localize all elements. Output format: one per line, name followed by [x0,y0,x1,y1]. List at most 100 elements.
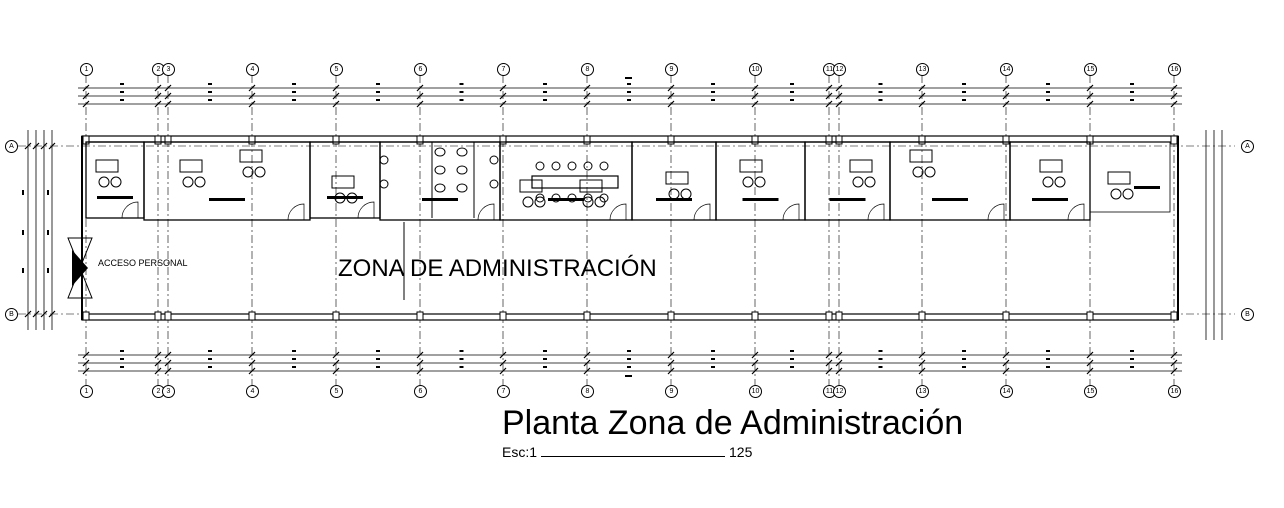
dimension-tick [583,359,591,367]
grid-column-label: 4 [246,63,259,76]
room-label [97,196,133,199]
desk [665,171,689,185]
column [918,311,926,321]
dimension-tick [82,100,90,108]
desk [579,179,603,193]
dimension-text [790,91,794,93]
dimension-tick [751,367,759,375]
door-swing [609,203,627,221]
dimension-tick [499,100,507,108]
chair [668,188,680,200]
dimension-text [627,358,631,360]
grid-row-label: A [1241,140,1254,153]
grid-column-label: 8 [581,63,594,76]
dimension-tick [918,359,926,367]
chair [346,192,358,204]
dimension-text [292,99,296,101]
dimension-text [711,350,715,352]
dimension-text [376,358,380,360]
dimension-text [543,350,547,352]
dimension-tick [583,92,591,100]
dimension-text [878,366,883,368]
grid-row-label: A [5,140,18,153]
dimension-tick [332,367,340,375]
dimension-text [962,366,966,368]
chair [535,193,545,203]
column [825,135,833,145]
dimension-tick [1086,100,1094,108]
dimension-tick [667,84,675,92]
grid-column-label: 9 [665,385,678,398]
office-room [143,141,311,221]
north-wall [81,135,1179,143]
dimension-text [459,83,464,85]
dimension-tick [332,92,340,100]
grid-column-label: 13 [916,63,929,76]
dimension-tick [332,84,340,92]
dimension-tick [835,100,843,108]
dimension-tick [825,84,833,92]
chair [864,176,876,188]
dimension-text [1130,358,1134,360]
column [164,135,172,145]
grid-column-label: 13 [916,385,929,398]
desk [1107,171,1131,185]
dimension-text [292,83,296,85]
dimension-text [459,358,464,360]
chair [582,196,594,208]
grid-row-label: B [5,308,18,321]
dimension-text [627,350,631,352]
dimension-tick [918,100,926,108]
dimension-tick [667,100,675,108]
dimension-text [1130,83,1134,85]
toilet [434,147,446,157]
chair [551,193,561,203]
dimension-tick [154,100,162,108]
toilet [434,165,446,175]
dimension-tick [1086,351,1094,359]
chair [182,176,194,188]
grid-column-label: 6 [414,385,427,398]
office-room [379,141,501,221]
door-swing [287,203,305,221]
column [332,311,340,321]
dimension-text [543,83,547,85]
dimension-text [962,83,966,85]
sink [489,179,499,189]
chair [567,161,577,171]
dimension-text [878,91,883,93]
grid-row-label: B [1241,308,1254,321]
grid-column-label: 3 [162,63,175,76]
dimension-text [1130,99,1134,101]
dimension-tick [835,359,843,367]
dimension-text [711,91,715,93]
scale-prefix: Esc:1 [502,444,538,460]
dimension-tick [164,359,172,367]
dimension-tick [248,367,256,375]
dimension-tick [164,92,172,100]
chair [924,166,936,178]
dimension-text [208,350,212,352]
dimension-text [120,366,124,368]
column [82,311,90,321]
dimension-tick [416,100,424,108]
dimension-tick [918,351,926,359]
dimension-tick [667,92,675,100]
dimension-tick [499,92,507,100]
room-label [422,198,458,201]
dimension-tick [825,367,833,375]
dimension-text [1046,83,1050,85]
dimension-tick [1002,359,1010,367]
grid-column-label: 15 [1084,63,1097,76]
room-label [742,198,779,201]
dimension-text [1046,91,1050,93]
door-swing [121,201,139,219]
chair [754,176,766,188]
grid-column-label: 16 [1168,385,1181,398]
dimension-text [47,268,49,273]
column [154,135,162,145]
dimension-text [292,91,296,93]
dimension-tick [499,367,507,375]
column [154,311,162,321]
